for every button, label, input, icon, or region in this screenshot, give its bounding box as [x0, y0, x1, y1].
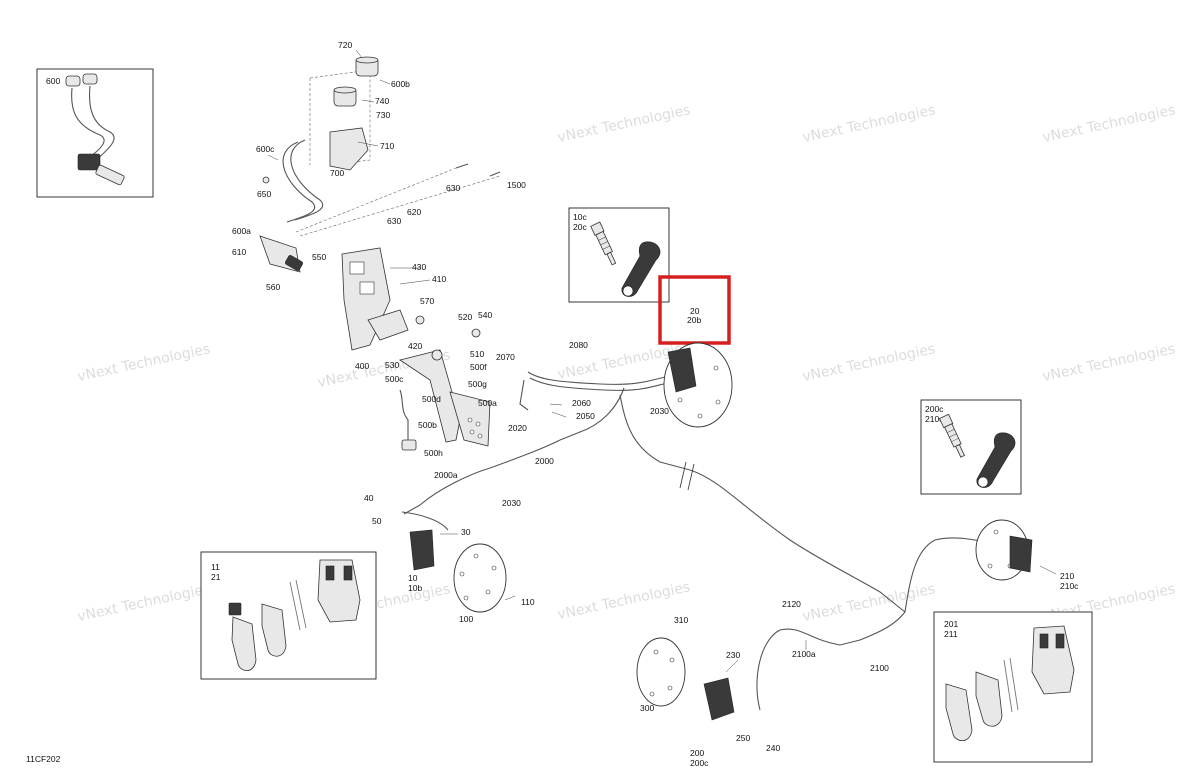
callout-label: 200c — [925, 404, 944, 414]
callout-label: 500f — [470, 362, 487, 372]
callout-label: 730 — [376, 110, 390, 120]
callout-label: 250 — [736, 733, 750, 743]
callout-label: 420 — [408, 341, 422, 351]
callout-label: 630 — [387, 216, 401, 226]
watermark-text: vNext Technologies — [801, 341, 937, 385]
callout-label: 30 — [461, 527, 471, 537]
callout-label: 20c — [573, 222, 587, 232]
callout-label: 550 — [312, 252, 326, 262]
inset-11-21: 11 21 — [200, 551, 377, 680]
callout-label: 10 — [408, 573, 418, 583]
watermark-text: vNext Technologies — [556, 102, 692, 146]
callout-label: 430 — [412, 262, 426, 272]
callout-label: 600c — [256, 144, 275, 154]
inset-201-211: 201 211 — [933, 611, 1093, 763]
callout-label: 2050 — [576, 411, 595, 421]
callout-label: 500b — [418, 420, 437, 430]
watermark-text: vNext Technologies — [1041, 341, 1177, 385]
watermark-text: vNext Technologies — [76, 341, 212, 385]
watermark-text: vNext Technologies — [556, 579, 692, 623]
callout-label: 500a — [478, 398, 497, 408]
brake-lines — [295, 163, 1001, 711]
callout-label: 610 — [232, 247, 246, 257]
watermark-text: vNext Technologies — [801, 581, 937, 625]
callout-label: 100 — [459, 614, 473, 624]
callout-label: 200 — [690, 748, 704, 758]
callout-label: 2030 — [502, 498, 521, 508]
callout-label: 600 — [46, 76, 60, 86]
callout-label: 630 — [446, 183, 460, 193]
callout-label: 230 — [726, 650, 740, 660]
callout-label: 310 — [674, 615, 688, 625]
callout-label: 50 — [372, 516, 382, 526]
callout-label: 110 — [521, 597, 535, 607]
callout-label: 210c — [1060, 581, 1079, 591]
callout-label: 720 — [338, 40, 352, 50]
callout-label: 2000a — [434, 470, 458, 480]
watermark-text: vNext Technologies — [801, 102, 937, 146]
callout-label: 620 — [407, 207, 421, 217]
callout-label: 520 — [458, 312, 472, 322]
callout-label: 650 — [257, 189, 271, 199]
callout-label: 2120 — [782, 599, 801, 609]
callout-label: 21 — [211, 572, 221, 582]
callout-label: 2000 — [535, 456, 554, 466]
callout-label: 600b — [391, 79, 410, 89]
callout-label: 500h — [424, 448, 443, 458]
callout-label: 10c — [573, 212, 587, 222]
inset-200c-210c: 200c 210c — [920, 399, 1022, 495]
callout-label: 710 — [380, 141, 394, 151]
callout-label: 500d — [422, 394, 441, 404]
diagram-code: 11CF202 — [26, 754, 61, 764]
callout-labels: 720 600b 740 730 710 700 600c 650 630 15… — [232, 40, 1079, 768]
callout-label: 2060 — [572, 398, 591, 408]
callout-label: 2070 — [496, 352, 515, 362]
callout-label: 530 — [385, 360, 399, 370]
inset-10c-20c: 10c 20c — [568, 207, 670, 303]
callout-label: 201 — [944, 619, 958, 629]
callout-label: 2100a — [792, 649, 816, 659]
callout-label: 210 — [1060, 571, 1074, 581]
callout-label: 210c — [925, 414, 944, 424]
pedal-assembly — [259, 235, 491, 451]
callout-label: 240 — [766, 743, 780, 753]
callout-label: 20b — [687, 315, 701, 325]
callout-label: 20 — [690, 306, 700, 316]
callout-label: 540 — [478, 310, 492, 320]
callout-label: 400 — [355, 361, 369, 371]
callout-label: 560 — [266, 282, 280, 292]
front-right-disc — [663, 342, 733, 428]
callout-label: 2030 — [650, 406, 669, 416]
callout-label: 2020 — [508, 423, 527, 433]
master-cylinder-assembly — [262, 56, 379, 223]
callout-label: 300 — [640, 703, 654, 713]
callout-label: 510 — [470, 349, 484, 359]
rear-left-disc — [636, 637, 735, 721]
callout-label: 10b — [408, 583, 422, 593]
front-left-disc — [409, 529, 507, 613]
callout-label: 200c — [690, 758, 709, 768]
callout-label: 11 — [211, 562, 220, 572]
callout-label: 1500 — [507, 180, 526, 190]
watermark-text: vNext Technologies — [1041, 102, 1177, 146]
callout-label: 2100 — [870, 663, 889, 673]
highlight-box-20: 20 20b — [658, 275, 731, 345]
callout-label: 40 — [364, 493, 374, 503]
callout-label: 211 — [944, 629, 958, 639]
rear-right-disc — [975, 519, 1033, 581]
callout-label: 700 — [330, 168, 344, 178]
callout-label: 740 — [375, 96, 389, 106]
callout-label: 2080 — [569, 340, 588, 350]
callout-label: 600a — [232, 226, 251, 236]
callout-label: 500g — [468, 379, 487, 389]
inset-600: 600 — [36, 68, 154, 198]
watermark-text: vNext Technologies — [76, 581, 212, 625]
callout-label: 500c — [385, 374, 404, 384]
leader-lines — [267, 49, 1057, 673]
callout-label: 410 — [432, 274, 446, 284]
callout-label: 570 — [420, 296, 434, 306]
